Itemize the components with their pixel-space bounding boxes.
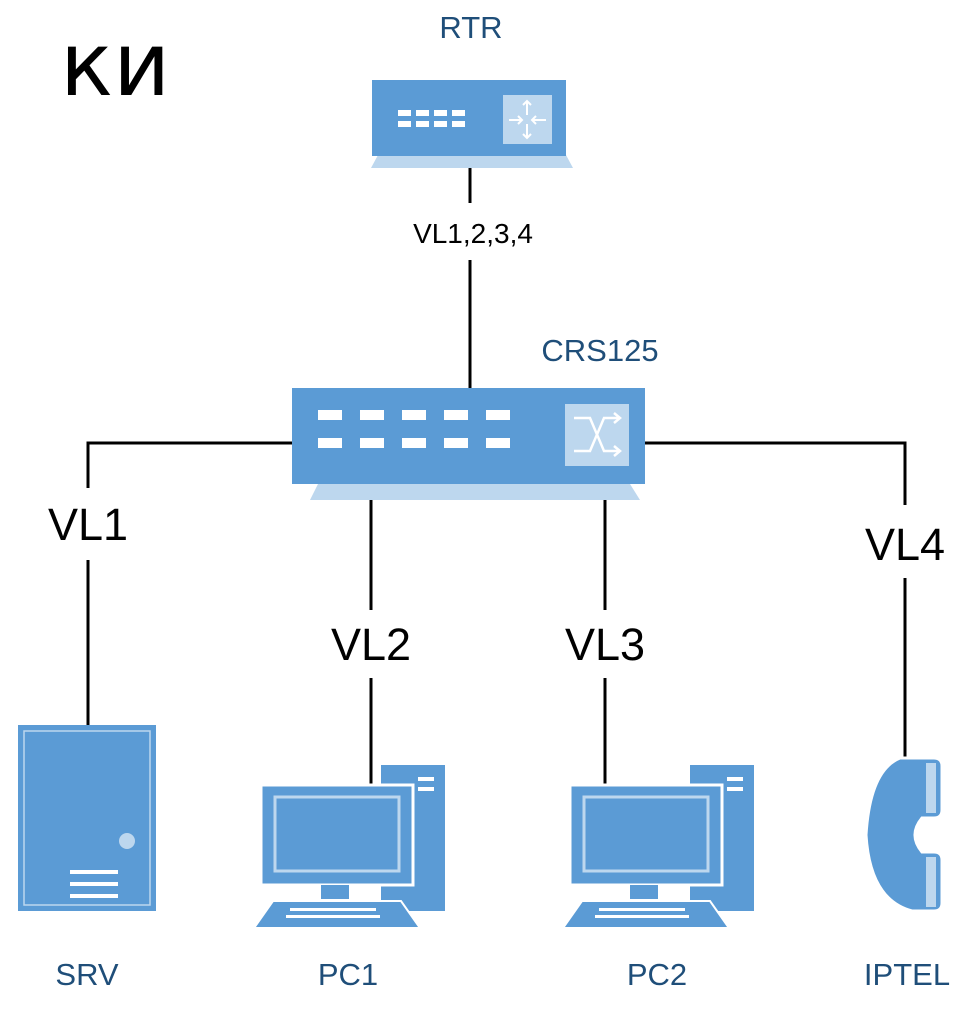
phone-icon <box>864 756 944 913</box>
pc2-keyboard <box>561 900 731 929</box>
pc1-tower-slot <box>418 777 434 781</box>
iptel-link-label: VL4 <box>865 519 945 570</box>
trunk-link-label: VL1,2,3,4 <box>413 218 533 249</box>
switch-ports <box>318 410 510 448</box>
pc2-label: PC2 <box>627 957 687 992</box>
wire-crs-iptel-top <box>645 441 907 505</box>
pc1-tower-slot-2 <box>418 787 434 791</box>
pc2-device <box>561 765 754 929</box>
server-inner-panel <box>23 730 151 906</box>
pc2-tower-slot-2 <box>727 787 743 791</box>
pc1-link-label: VL2 <box>331 619 411 670</box>
srv-link-label: VL1 <box>48 499 128 550</box>
pc2-tower-slot <box>727 777 743 781</box>
srv-label: SRV <box>55 957 119 992</box>
rtr-device <box>371 80 573 168</box>
pc2-keys <box>595 908 689 918</box>
router-ports <box>398 110 465 127</box>
server-vents <box>70 870 118 898</box>
router-arrows-icon <box>509 99 546 140</box>
wires <box>86 167 907 785</box>
rtr-label: RTR <box>439 10 502 45</box>
phone-top-inset <box>926 763 936 813</box>
pc1-stand <box>321 885 349 899</box>
wire-crs-srv-top <box>86 441 292 488</box>
crs-label: CRS125 <box>541 333 658 368</box>
pc1-keys <box>286 908 380 918</box>
pc1-device <box>252 765 445 929</box>
switch-arrows-icon <box>574 412 622 457</box>
server-icon <box>18 725 156 911</box>
crs-device <box>292 388 645 500</box>
pc1-label: PC1 <box>318 957 378 992</box>
pc1-keyboard <box>252 900 422 929</box>
server-led <box>119 833 135 849</box>
pc1-screen <box>273 795 401 873</box>
srv-device <box>18 725 156 911</box>
iptel-label: IPTEL <box>864 957 950 992</box>
pc2-screen <box>582 795 710 873</box>
title-fragment: ки <box>60 13 170 116</box>
pc2-link-label: VL3 <box>565 619 645 670</box>
iptel-device <box>864 756 944 913</box>
pc2-stand <box>630 885 658 899</box>
switch-base <box>310 484 640 500</box>
phone-bottom-inset <box>926 857 936 907</box>
router-base <box>371 155 573 168</box>
